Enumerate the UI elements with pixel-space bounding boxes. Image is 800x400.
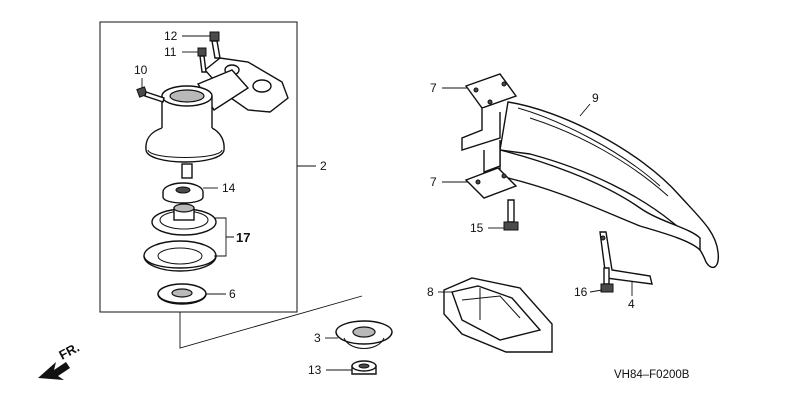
assembly-box [99,21,298,313]
shield-9 [499,101,720,269]
callout-15: 15 [470,221,484,235]
bolt-11 [197,47,207,73]
nut-13 [351,360,377,375]
leader-16 [589,289,603,293]
screw-15 [503,199,519,231]
screw-16 [600,267,614,293]
callout-8: 8 [427,285,434,299]
callout-6: 6 [229,287,236,301]
gear-case [145,57,289,179]
front-marker-label: FR. [56,340,82,363]
callout-14: 14 [222,181,236,195]
cup-3 [335,320,393,349]
leader-9 [579,103,591,117]
callout-7b: 7 [430,175,437,189]
assembly-connector [179,295,363,349]
callout-10: 10 [134,63,148,77]
callout-2: 2 [320,159,327,173]
callout-11: 11 [164,45,177,59]
callout-4: 4 [628,297,635,311]
washer-14 [162,182,204,204]
bolt-12 [209,31,221,59]
leader-17 [214,217,234,257]
callout-9: 9 [592,91,599,105]
diagram-code: VH84–F0200B [614,369,690,381]
cover-6 [157,283,207,305]
deflector-8 [443,277,553,353]
callout-12: 12 [164,29,178,43]
holder-set-17 [143,203,217,272]
callout-7a: 7 [430,81,437,95]
bracket-7-lower [464,140,518,199]
callout-17: 17 [236,230,250,245]
bolt-10 [136,86,165,103]
callout-3: 3 [314,331,321,345]
callout-16: 16 [574,285,588,299]
front-arrow-icon [38,362,70,380]
bracket-7-upper [461,73,518,151]
callout-13: 13 [308,363,322,377]
